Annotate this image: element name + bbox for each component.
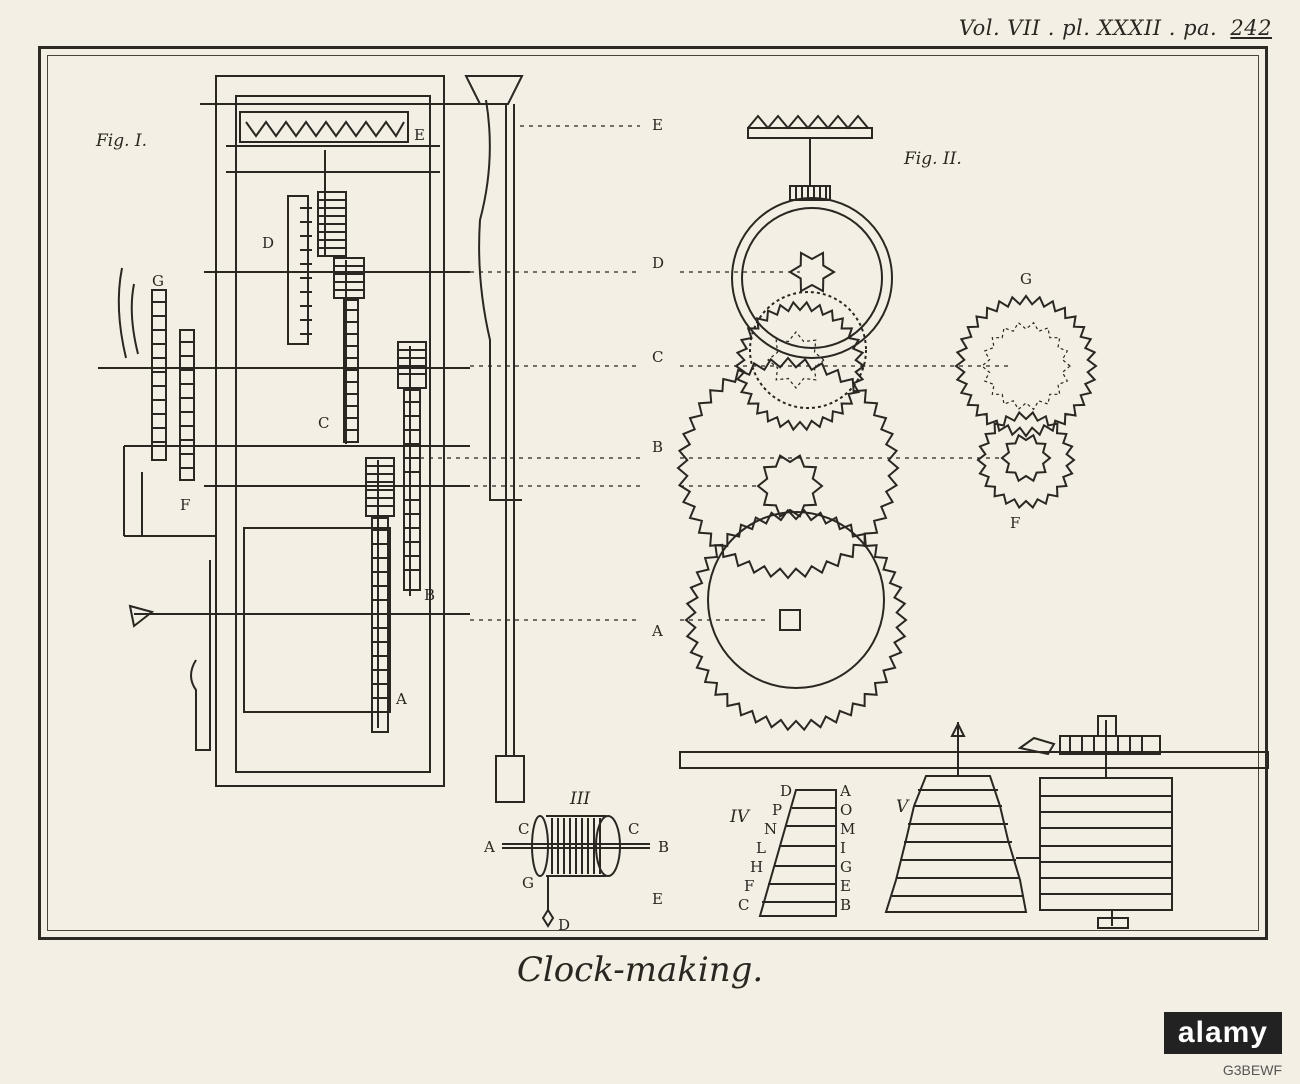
page-number: 242	[1230, 16, 1272, 40]
fig4-left-label: P	[772, 801, 782, 819]
gear-b-pinion	[756, 454, 824, 518]
fig3-label-g: G	[522, 874, 534, 892]
gear-c-pinion	[767, 331, 825, 389]
fig1-label-e: E	[414, 126, 425, 144]
fig4-right-label: O	[840, 801, 852, 819]
fig2-title: Fig. II.	[903, 149, 962, 169]
watermark-logo: alamy	[1163, 1012, 1282, 1054]
plate-inner-border	[47, 55, 1259, 931]
fig2-train	[679, 114, 1269, 769]
engraving-plate	[38, 46, 1268, 940]
gear-c-wheel	[734, 300, 866, 432]
diagram-labels: Fig. I. E D G C F B A E Fig. II. D G C B…	[95, 116, 1032, 934]
fig3-barrel	[502, 815, 650, 928]
fig1-label-a: A	[395, 690, 407, 708]
fig1-label-d: D	[262, 234, 274, 252]
fig3-label-b: B	[658, 838, 669, 856]
plate-caption-text: Clock-making.	[516, 950, 764, 990]
fig2-label-c: C	[652, 348, 663, 366]
plate-reference-text: Vol. VII . pl. XXXII . pa.	[958, 16, 1218, 40]
gear-a-wheel	[684, 508, 908, 732]
fig3-label-a: A	[483, 838, 495, 856]
fig1-label-f: F	[180, 496, 190, 514]
fig1-title: Fig. I.	[95, 131, 147, 151]
fig2-gears	[676, 251, 1098, 732]
fig4-left-label: H	[750, 858, 763, 876]
fig4-right-label: I	[840, 839, 846, 857]
fig1-label-c: C	[318, 414, 329, 432]
fig2-label-f: F	[1010, 514, 1020, 532]
fig2-label-e: E	[652, 116, 663, 134]
fig4-left-label: C	[738, 896, 749, 914]
fig2-label-d: D	[652, 254, 664, 272]
watermark-code: G3BEWF	[1222, 1062, 1282, 1078]
fig5-title: V	[896, 797, 910, 817]
plate-reference: Vol. VII . pl. XXXII . pa. 242	[959, 16, 1272, 40]
gear-b-wheel	[676, 356, 900, 580]
plate-caption: Clock-making.	[0, 950, 1300, 990]
fig4-right-label: E	[840, 877, 851, 895]
fig4-title: IV	[729, 807, 751, 827]
fig4-fusee	[758, 789, 837, 917]
fig4-left-label: L	[756, 839, 766, 857]
fig4-right-label: G	[840, 858, 852, 876]
fig4-left-label: N	[764, 820, 777, 838]
fig4-right-label: B	[840, 896, 851, 914]
fig1-label-g: G	[152, 272, 164, 290]
fig3-label-c-right: C	[628, 820, 639, 838]
fig4-right-label: A	[839, 782, 851, 800]
fig2-label-g: G	[1020, 270, 1032, 288]
fig2-label-b: B	[652, 438, 663, 456]
gear-f-wheel	[976, 410, 1076, 510]
gear-g-wheel	[954, 294, 1098, 438]
fig3-title: III	[569, 789, 590, 809]
fig3-label-d: D	[558, 916, 570, 934]
fig3-label-c-left: C	[518, 820, 529, 838]
fig5-fusee-barrel	[884, 715, 1173, 929]
fig2-label-a: A	[651, 622, 663, 640]
fig4-left-label: D	[780, 782, 792, 800]
gear-f-pinion	[1000, 433, 1052, 483]
fig1-frame	[98, 75, 525, 803]
fig4-left-label: F	[744, 877, 754, 895]
gear-d-pinion	[788, 251, 836, 293]
fig3-label-e: E	[652, 890, 663, 908]
fig4-right-label: M	[840, 820, 855, 838]
fig1-label-b: B	[424, 586, 435, 604]
